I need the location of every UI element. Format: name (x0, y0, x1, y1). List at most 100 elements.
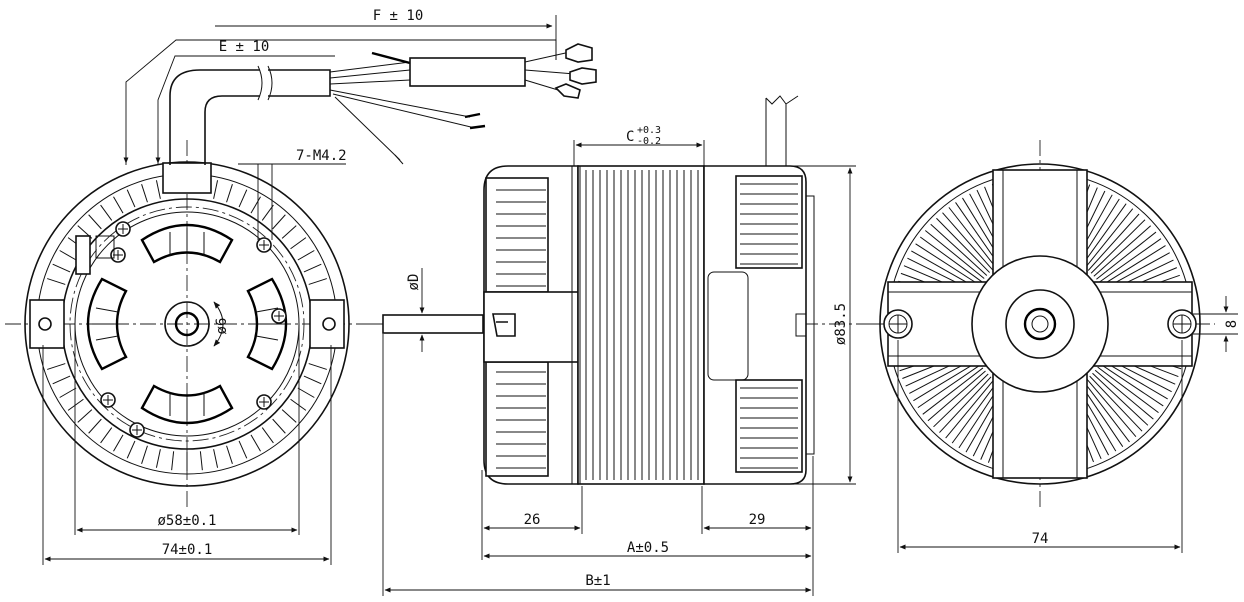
rear-fin (1101, 360, 1168, 400)
rear-fin (939, 376, 992, 433)
rear-fin (951, 381, 998, 444)
front-right-ear (309, 299, 345, 349)
wire-5 (332, 93, 476, 129)
cable-exit-block (162, 162, 212, 194)
wire-6-tip (394, 154, 404, 165)
rear-fin (1093, 225, 1152, 277)
rear-right-screw-cross (1173, 315, 1191, 333)
rear-fin (915, 243, 980, 286)
front-slot-right (246, 277, 288, 371)
rear-fin (1098, 238, 1162, 283)
stator-front-ring (571, 165, 581, 485)
front-fin (281, 409, 297, 423)
front-fin (308, 363, 327, 370)
front-fin (155, 449, 161, 468)
dim-29-label: 29 (749, 512, 766, 528)
dim-58-label: ø58±0.1 (157, 513, 216, 529)
rear-fin (942, 212, 993, 271)
front-fin (88, 214, 102, 230)
screw-cross (118, 224, 128, 234)
hub-dim-label: ø6 (214, 318, 230, 335)
front-fin (155, 180, 161, 199)
stator-stack (577, 165, 705, 485)
front-fin (100, 204, 113, 221)
wire-4 (329, 89, 471, 118)
front-fin (113, 434, 124, 452)
rear-fin (1090, 219, 1146, 274)
rear-fin (1094, 369, 1154, 420)
dim-C-plus: +0.3 (637, 125, 661, 136)
terminal-1 (565, 43, 593, 63)
front-fin (281, 225, 297, 239)
stator-laminations (585, 170, 699, 480)
front-left-ear-hole (38, 317, 52, 331)
cable-outer-b (204, 95, 260, 165)
lead-1 (524, 51, 571, 63)
dim-8-label: 8 (1224, 320, 1240, 328)
rear-cap-vent-top (735, 175, 803, 269)
rear-fin (948, 207, 997, 268)
front-fin (272, 214, 286, 230)
side-view: C +0.3 -0.2 øD ø83.5 26 29 A±0.5 B±1 (370, 95, 870, 596)
front-fin (261, 204, 274, 221)
rear-fin (936, 217, 990, 273)
screw-cross (113, 250, 123, 260)
rear-cap-pin (795, 313, 807, 337)
front-fin (59, 250, 77, 261)
front-fin (52, 263, 71, 273)
front-cap-vent-top (485, 177, 549, 293)
dim-74r-label: 74 (1032, 531, 1049, 547)
bearing-cap (492, 313, 516, 337)
wire-1 (329, 61, 411, 73)
front-slot-top (140, 223, 234, 264)
front-fin (308, 278, 327, 285)
front-bolt-circle (69, 206, 305, 442)
front-fin (199, 451, 203, 471)
terminal-tab (95, 235, 115, 259)
rear-fin (1083, 381, 1130, 443)
slot-rib (95, 335, 119, 341)
front-fin (303, 263, 322, 273)
slot-rib (255, 307, 279, 313)
rear-fin (1084, 208, 1134, 269)
front-fin (213, 449, 219, 468)
rear-fin (1081, 203, 1127, 266)
lead-2 (524, 69, 576, 75)
front-slot-left (86, 277, 128, 371)
dim-screws-label: 7-M4.2 (296, 148, 347, 164)
front-fin (297, 387, 315, 398)
front-fin (250, 196, 261, 214)
screw-cross (259, 397, 269, 407)
front-fin (303, 375, 322, 385)
wire-3 (329, 79, 411, 85)
shaft (382, 314, 484, 334)
dim-83-label: ø83.5 (833, 303, 849, 345)
terminal-2 (569, 67, 597, 85)
cable-outer-a (169, 69, 260, 165)
front-fin (297, 250, 315, 261)
rear-fin (933, 373, 989, 428)
front-slot-ribs (92, 228, 282, 420)
rear-bearing (1023, 307, 1057, 341)
front-fin (290, 398, 307, 411)
front-screws (100, 221, 287, 438)
rear-cap-fins (740, 183, 798, 469)
screw-cross (132, 425, 142, 435)
front-left-ear (29, 299, 65, 349)
rear-fin (955, 202, 1000, 266)
rear-cap-boss (707, 271, 749, 381)
rear-fin (927, 370, 986, 422)
rotation-arrow (213, 301, 224, 347)
rear-fin (1100, 245, 1166, 287)
lead-3 (524, 79, 559, 91)
front-fin (100, 427, 113, 444)
terminal-3 (554, 83, 581, 99)
front-fin (88, 418, 102, 434)
dim-F-label: F ± 10 (373, 8, 424, 24)
wire-5-tip (469, 124, 486, 130)
wire-4-tip (464, 112, 481, 119)
front-fin (272, 418, 286, 434)
rear-fin (1086, 378, 1137, 438)
rear-fin (917, 364, 981, 409)
screw-cross (103, 395, 113, 405)
